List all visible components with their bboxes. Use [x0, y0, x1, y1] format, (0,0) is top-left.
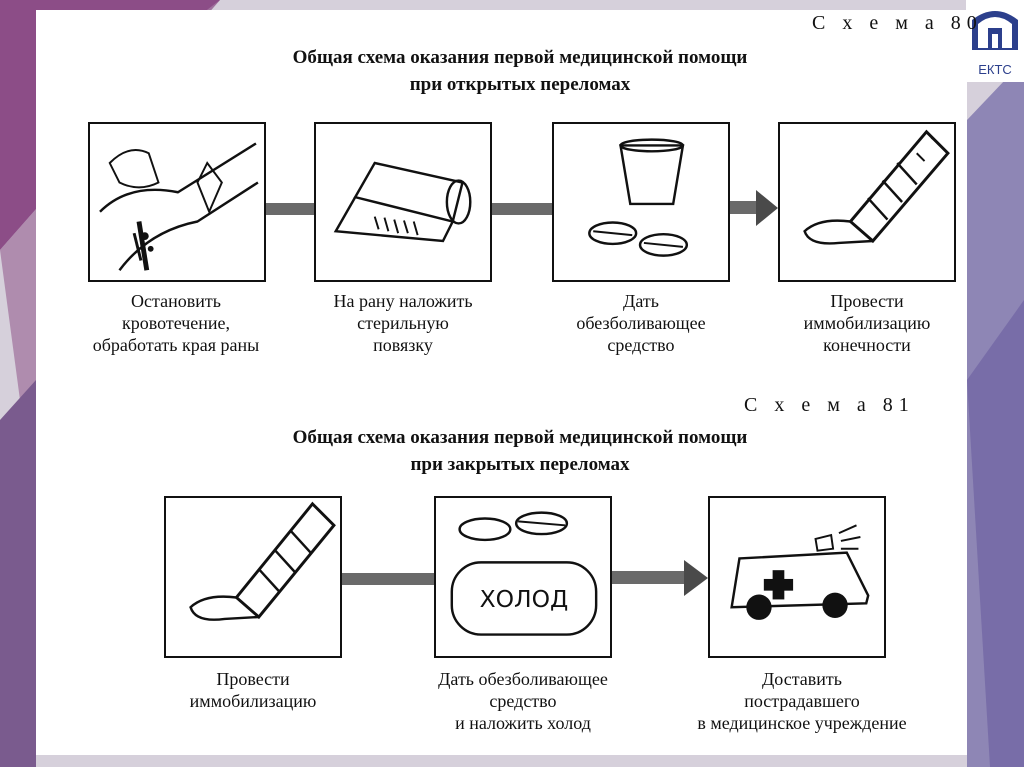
caption-painkiller: Дать обезболивающее средство [576, 291, 706, 355]
college-logo: ЕКТС [966, 0, 1024, 82]
cold-label: ХОЛОД [480, 585, 569, 613]
arrow-step3-to-step4 [730, 190, 778, 226]
pills-and-cold-illustration: ХОЛОД [450, 511, 598, 636]
caption-immobilization-closed: Провести иммобилизацию [189, 669, 317, 711]
scheme-80-title-line1: Общая схема оказания первой медицинской … [292, 47, 748, 68]
arrow-closed-step1-to-step2 [342, 573, 434, 585]
scheme-81-title: Общая схема оказания первой медицинской … [150, 424, 890, 478]
caption-painkiller-cold: Дать обезболивающее средство и наложить … [438, 669, 608, 733]
arrow-step2-to-step3 [492, 203, 552, 215]
scheme-80-title: Общая схема оказания первой медицинской … [140, 44, 900, 98]
scheme-81-title-line1: Общая схема оказания первой медицинской … [292, 427, 748, 448]
panel-stop-bleeding [88, 122, 266, 282]
ambulance-illustration [730, 524, 870, 620]
scheme-81-label: С х е м а 81 [744, 394, 915, 416]
logo-text: ЕКТС [978, 62, 1012, 77]
arrow-closed-step2-to-step3 [612, 560, 708, 596]
panel-ambulance [708, 496, 886, 658]
splinted-leg-illustration [803, 129, 950, 245]
panel-sterile-bandage [314, 122, 492, 282]
caption-immobilization: Провести иммобилизацию конечности [803, 291, 931, 355]
arrow-step1-to-step2 [266, 203, 314, 215]
panel-painkiller [552, 122, 730, 282]
panel-painkiller-cold: ХОЛОД [434, 496, 612, 658]
scheme-80-label: С х е м а 80 [812, 12, 983, 34]
scheme-80-title-line2: при открытых переломах [409, 74, 631, 95]
panel-immobilization [778, 122, 956, 282]
caption-deliver-to-hospital: Доставить пострадавшего в медицинское уч… [697, 669, 907, 733]
bandage-roll-illustration [333, 161, 472, 243]
cup-and-pills-illustration [588, 138, 689, 257]
caption-stop-bleeding: Остановить кровотечение, обработать края… [92, 291, 260, 355]
panel-immobilization-closed [164, 496, 342, 658]
scheme-81-title-line2: при закрытых переломах [410, 454, 630, 475]
splinted-leg-illustration-closed [189, 501, 336, 621]
caption-sterile-bandage: На рану наложить стерильную повязку [333, 291, 473, 355]
bleeding-leg-illustration [99, 142, 259, 271]
